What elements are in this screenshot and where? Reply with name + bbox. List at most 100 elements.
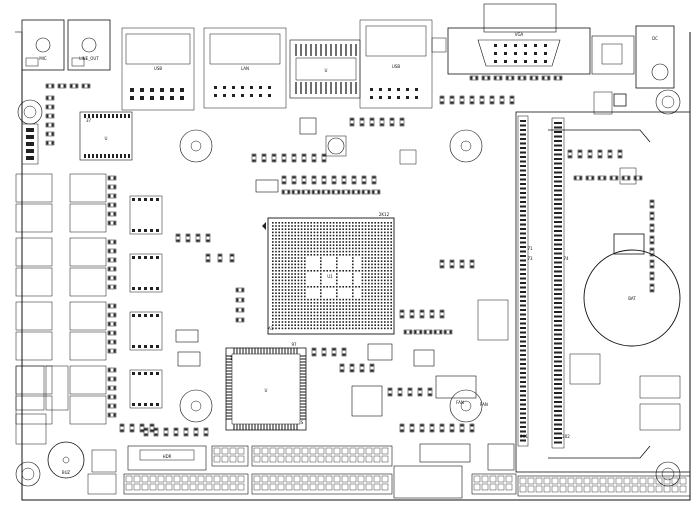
bga-ball <box>307 298 309 301</box>
bga-ball <box>316 244 319 246</box>
bga-ball <box>316 324 319 326</box>
bga-ball <box>332 241 335 243</box>
label-qfp_pin_2: 1 <box>230 356 233 361</box>
bga-ball <box>355 247 357 250</box>
bga-ball <box>294 327 296 330</box>
bga-ball <box>275 276 277 278</box>
sodimm-contact <box>554 275 562 277</box>
bga-ball <box>380 295 383 298</box>
bga-ball <box>342 241 344 243</box>
bga-ball <box>278 266 280 269</box>
rn-pad <box>150 403 153 406</box>
bga-ball <box>361 327 364 330</box>
bga-ball <box>310 247 312 250</box>
bga-ball <box>384 302 386 304</box>
bga-ball <box>316 241 319 243</box>
bga-ball <box>380 247 383 250</box>
bga-ball <box>336 289 338 291</box>
bga-ball <box>387 311 389 314</box>
bga-ball <box>291 286 293 288</box>
mid-top-smd <box>399 117 405 127</box>
bga-ball <box>371 228 373 230</box>
bga-ball <box>316 308 319 310</box>
bga-ball <box>326 321 328 323</box>
bga-ball <box>342 238 344 240</box>
right-mid-smd <box>439 309 445 319</box>
smd-pad <box>184 433 188 436</box>
smd-pad <box>120 429 124 432</box>
bga-ball <box>281 263 284 266</box>
sodimm-contact <box>554 437 562 439</box>
vga-pin <box>524 60 527 63</box>
bga-ball <box>380 266 383 269</box>
smd-pad <box>332 348 336 351</box>
smd-pad <box>302 176 306 179</box>
smd-pad <box>164 428 168 431</box>
bga-ball <box>374 276 376 278</box>
bga-ball <box>307 254 309 256</box>
bga-ball <box>313 254 316 256</box>
bga-ball <box>361 266 364 269</box>
bga-ball <box>336 298 338 301</box>
bga-ball <box>326 270 328 272</box>
bga-ball <box>361 289 364 291</box>
right-smd-row <box>597 175 607 181</box>
bga-ball <box>326 231 328 234</box>
bga-ball <box>300 270 303 272</box>
bga-ball <box>291 298 293 301</box>
left-smd <box>107 202 117 208</box>
bga-ball <box>281 308 284 310</box>
bga-ball <box>323 244 325 246</box>
mount-hole <box>449 389 483 423</box>
bga-ball <box>313 286 316 288</box>
bga-ball <box>355 238 357 240</box>
bga-ball <box>361 292 364 294</box>
bga-ball <box>384 263 386 266</box>
smd-pad <box>618 150 622 153</box>
header-pin <box>381 483 389 491</box>
header-pin <box>221 483 229 491</box>
smd-pad <box>603 176 606 180</box>
bga-ball <box>275 234 277 237</box>
left-block <box>69 237 107 267</box>
bga-ball <box>313 324 316 326</box>
sodimm-contact <box>520 237 526 239</box>
bga-ball <box>377 295 380 298</box>
bga-ball <box>323 241 325 243</box>
smd-pad <box>440 429 444 432</box>
bga-ball <box>294 314 296 317</box>
bga-ball <box>294 225 296 227</box>
bga-ball <box>310 231 312 234</box>
header-pin <box>149 475 157 483</box>
usb-pad <box>150 88 154 92</box>
left-smd <box>107 330 117 336</box>
bga-ball <box>368 324 370 326</box>
bga-ball <box>384 254 386 256</box>
bga-ball <box>384 286 386 288</box>
bga-ball <box>332 228 335 230</box>
board-outline <box>15 31 691 501</box>
bga-ball <box>390 231 392 234</box>
bga-ball <box>355 286 357 288</box>
smd-pad <box>312 176 316 179</box>
bga-ball <box>297 228 300 230</box>
bga-ball <box>272 298 274 301</box>
small-qfp-pin <box>124 114 126 118</box>
bga-ball <box>387 234 389 237</box>
bga-ball <box>368 228 370 230</box>
bga-ball <box>368 282 370 285</box>
bga-ball <box>339 241 341 243</box>
sodimm-contact <box>520 259 526 262</box>
smd-pad <box>108 377 111 381</box>
sodimm-contact <box>520 241 526 244</box>
header-pin <box>237 483 245 491</box>
bga-ball <box>313 302 316 304</box>
left-block <box>15 331 53 361</box>
bga-ball <box>291 321 293 323</box>
lan-pad <box>268 94 271 97</box>
bga-ball <box>352 314 354 317</box>
mid-smd <box>281 189 291 195</box>
bga-ball <box>278 263 280 266</box>
bga-ball <box>374 308 376 310</box>
header-pin <box>269 475 277 483</box>
